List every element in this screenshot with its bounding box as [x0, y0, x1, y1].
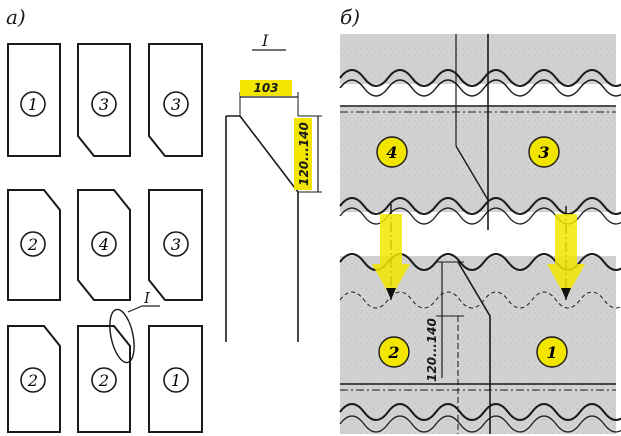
badge-circle — [528, 136, 560, 168]
sheet-number-circle — [163, 91, 189, 117]
detail-callout-ellipse — [109, 308, 135, 364]
cut-corner-edge — [457, 261, 491, 434]
placement-arrow-left — [372, 204, 410, 300]
sheet-number: 4 — [386, 143, 397, 162]
panel-a-label: a) — [6, 5, 26, 29]
sheet-outline — [148, 325, 203, 433]
detail-title: I — [261, 31, 269, 50]
sheet-number-circle — [163, 231, 189, 257]
detail-sheet-outline — [225, 115, 299, 342]
sheet-outline — [7, 43, 61, 157]
panel-a: a) 1 3 3 2 4 3 — [6, 5, 203, 433]
arrow-head — [386, 288, 396, 300]
sheet-number: 4 — [98, 235, 109, 254]
panel-b: б) 120...140 — [339, 5, 621, 434]
sheet-number-circle — [20, 91, 46, 117]
badge-circle — [378, 336, 410, 368]
overlap-dimension-label: 120...140 — [425, 318, 439, 382]
cut-corner-edge — [455, 145, 489, 201]
placement-arrow-right — [547, 206, 585, 300]
sheet-outline-cut-corner — [148, 189, 203, 301]
sheet-number: 1 — [28, 95, 38, 114]
sheet-number: 2 — [27, 371, 38, 390]
dimension-highlight — [294, 118, 312, 190]
sheet-number: 3 — [171, 235, 181, 254]
corrugation-profile — [339, 79, 621, 97]
corrugation-profile — [339, 415, 621, 433]
sheet-number-circle — [91, 231, 117, 257]
sheet-number: 2 — [98, 371, 109, 390]
sheet-number: 1 — [171, 371, 181, 390]
arrow-highlight — [547, 214, 585, 298]
sheet-number: 1 — [546, 343, 557, 362]
sheet-badge: 1 — [536, 336, 568, 368]
sheet-badge: 2 — [378, 336, 410, 368]
sheet-row-3: 2 2 1 — [7, 325, 203, 433]
sheet-number-circle — [20, 231, 46, 257]
sheet-number-circle — [91, 367, 117, 393]
sheet-number-circle — [163, 367, 189, 393]
arrow-highlight — [372, 214, 410, 298]
dimension-highlight — [240, 80, 292, 96]
sheet-gap — [340, 84, 616, 106]
badge-circle — [376, 136, 408, 168]
sheet-number: 2 — [27, 235, 38, 254]
sheet-number: 3 — [171, 95, 181, 114]
sheet-badge: 3 — [528, 136, 560, 168]
sheet-number: 3 — [99, 95, 109, 114]
sheet-number: 3 — [538, 143, 549, 162]
sheet-outline-two-cut-corners — [77, 189, 131, 301]
sheet-outline-cut-corner — [7, 325, 61, 433]
detail-view: I 103 120...140 — [225, 31, 322, 342]
detail-callout-label: I — [143, 289, 151, 307]
sheet-number-circle — [20, 367, 46, 393]
sheet-outline-cut-corner — [77, 43, 131, 157]
sheet-outline-cut-corner — [7, 189, 61, 301]
corrugation-profile — [339, 69, 621, 87]
sheet-outline-cut-corner — [77, 325, 131, 433]
corrugation-profile — [339, 403, 621, 421]
callout-leader-line — [127, 305, 143, 313]
sheet-number: 2 — [387, 343, 399, 362]
badge-circle — [536, 336, 568, 368]
sheet-row-1: 1 3 3 — [7, 43, 203, 157]
corrugation-profile — [339, 197, 621, 215]
panel-b-label: б) — [340, 5, 360, 29]
sheet-number-circle — [91, 91, 117, 117]
hidden-corrugation-profile — [339, 291, 621, 309]
sheet-outline-cut-corner — [148, 43, 203, 157]
sheet-badge: 4 — [376, 136, 408, 168]
height-dimension-label: 120...140 — [297, 122, 311, 186]
sheet-row-2: 2 4 3 — [7, 189, 203, 301]
arrow-head — [561, 288, 571, 300]
width-dimension-label: 103 — [253, 81, 278, 95]
